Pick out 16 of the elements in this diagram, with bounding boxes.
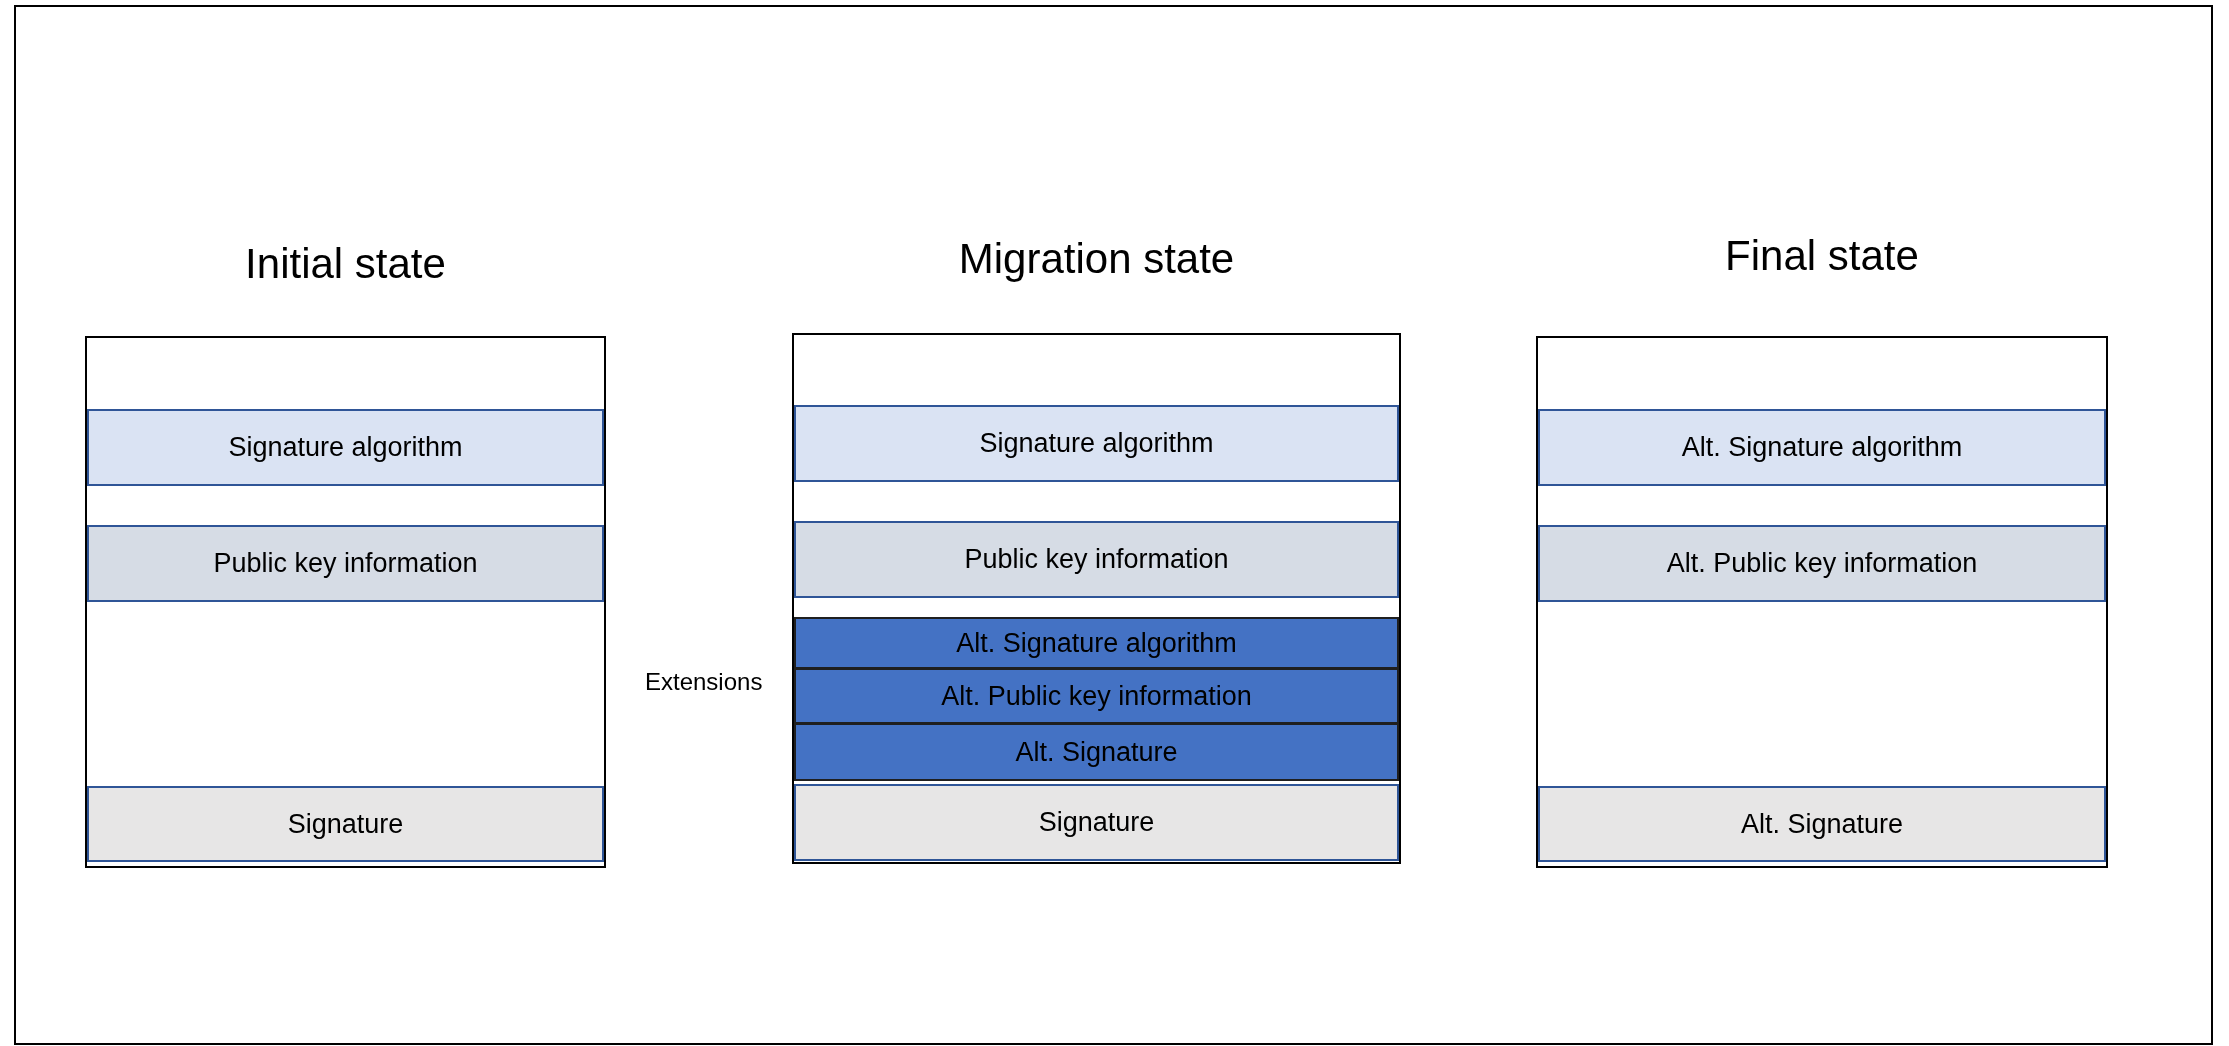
state-heading: Final state (1725, 232, 1919, 280)
certificate-field: Public key information (87, 525, 604, 602)
certificate-field: Alt. Public key information (1538, 525, 2106, 602)
group-label: Extensions (645, 668, 763, 696)
certificate-field: Alt. Signature (1538, 786, 2106, 862)
certificate-field: Alt. Signature (794, 723, 1399, 781)
certificate-field: Public key information (794, 521, 1399, 598)
certificate-field: Signature (87, 786, 604, 862)
certificate-field: Signature (794, 784, 1399, 861)
certificate-field: Signature algorithm (87, 409, 604, 486)
certificate-field: Signature algorithm (794, 405, 1399, 482)
certificate-field: Alt. Public key information (794, 668, 1399, 724)
state-heading: Initial state (245, 240, 446, 288)
state-heading: Migration state (958, 235, 1235, 283)
certificate-field: Alt. Signature algorithm (1538, 409, 2106, 486)
certificate-field: Alt. Signature algorithm (794, 617, 1399, 669)
